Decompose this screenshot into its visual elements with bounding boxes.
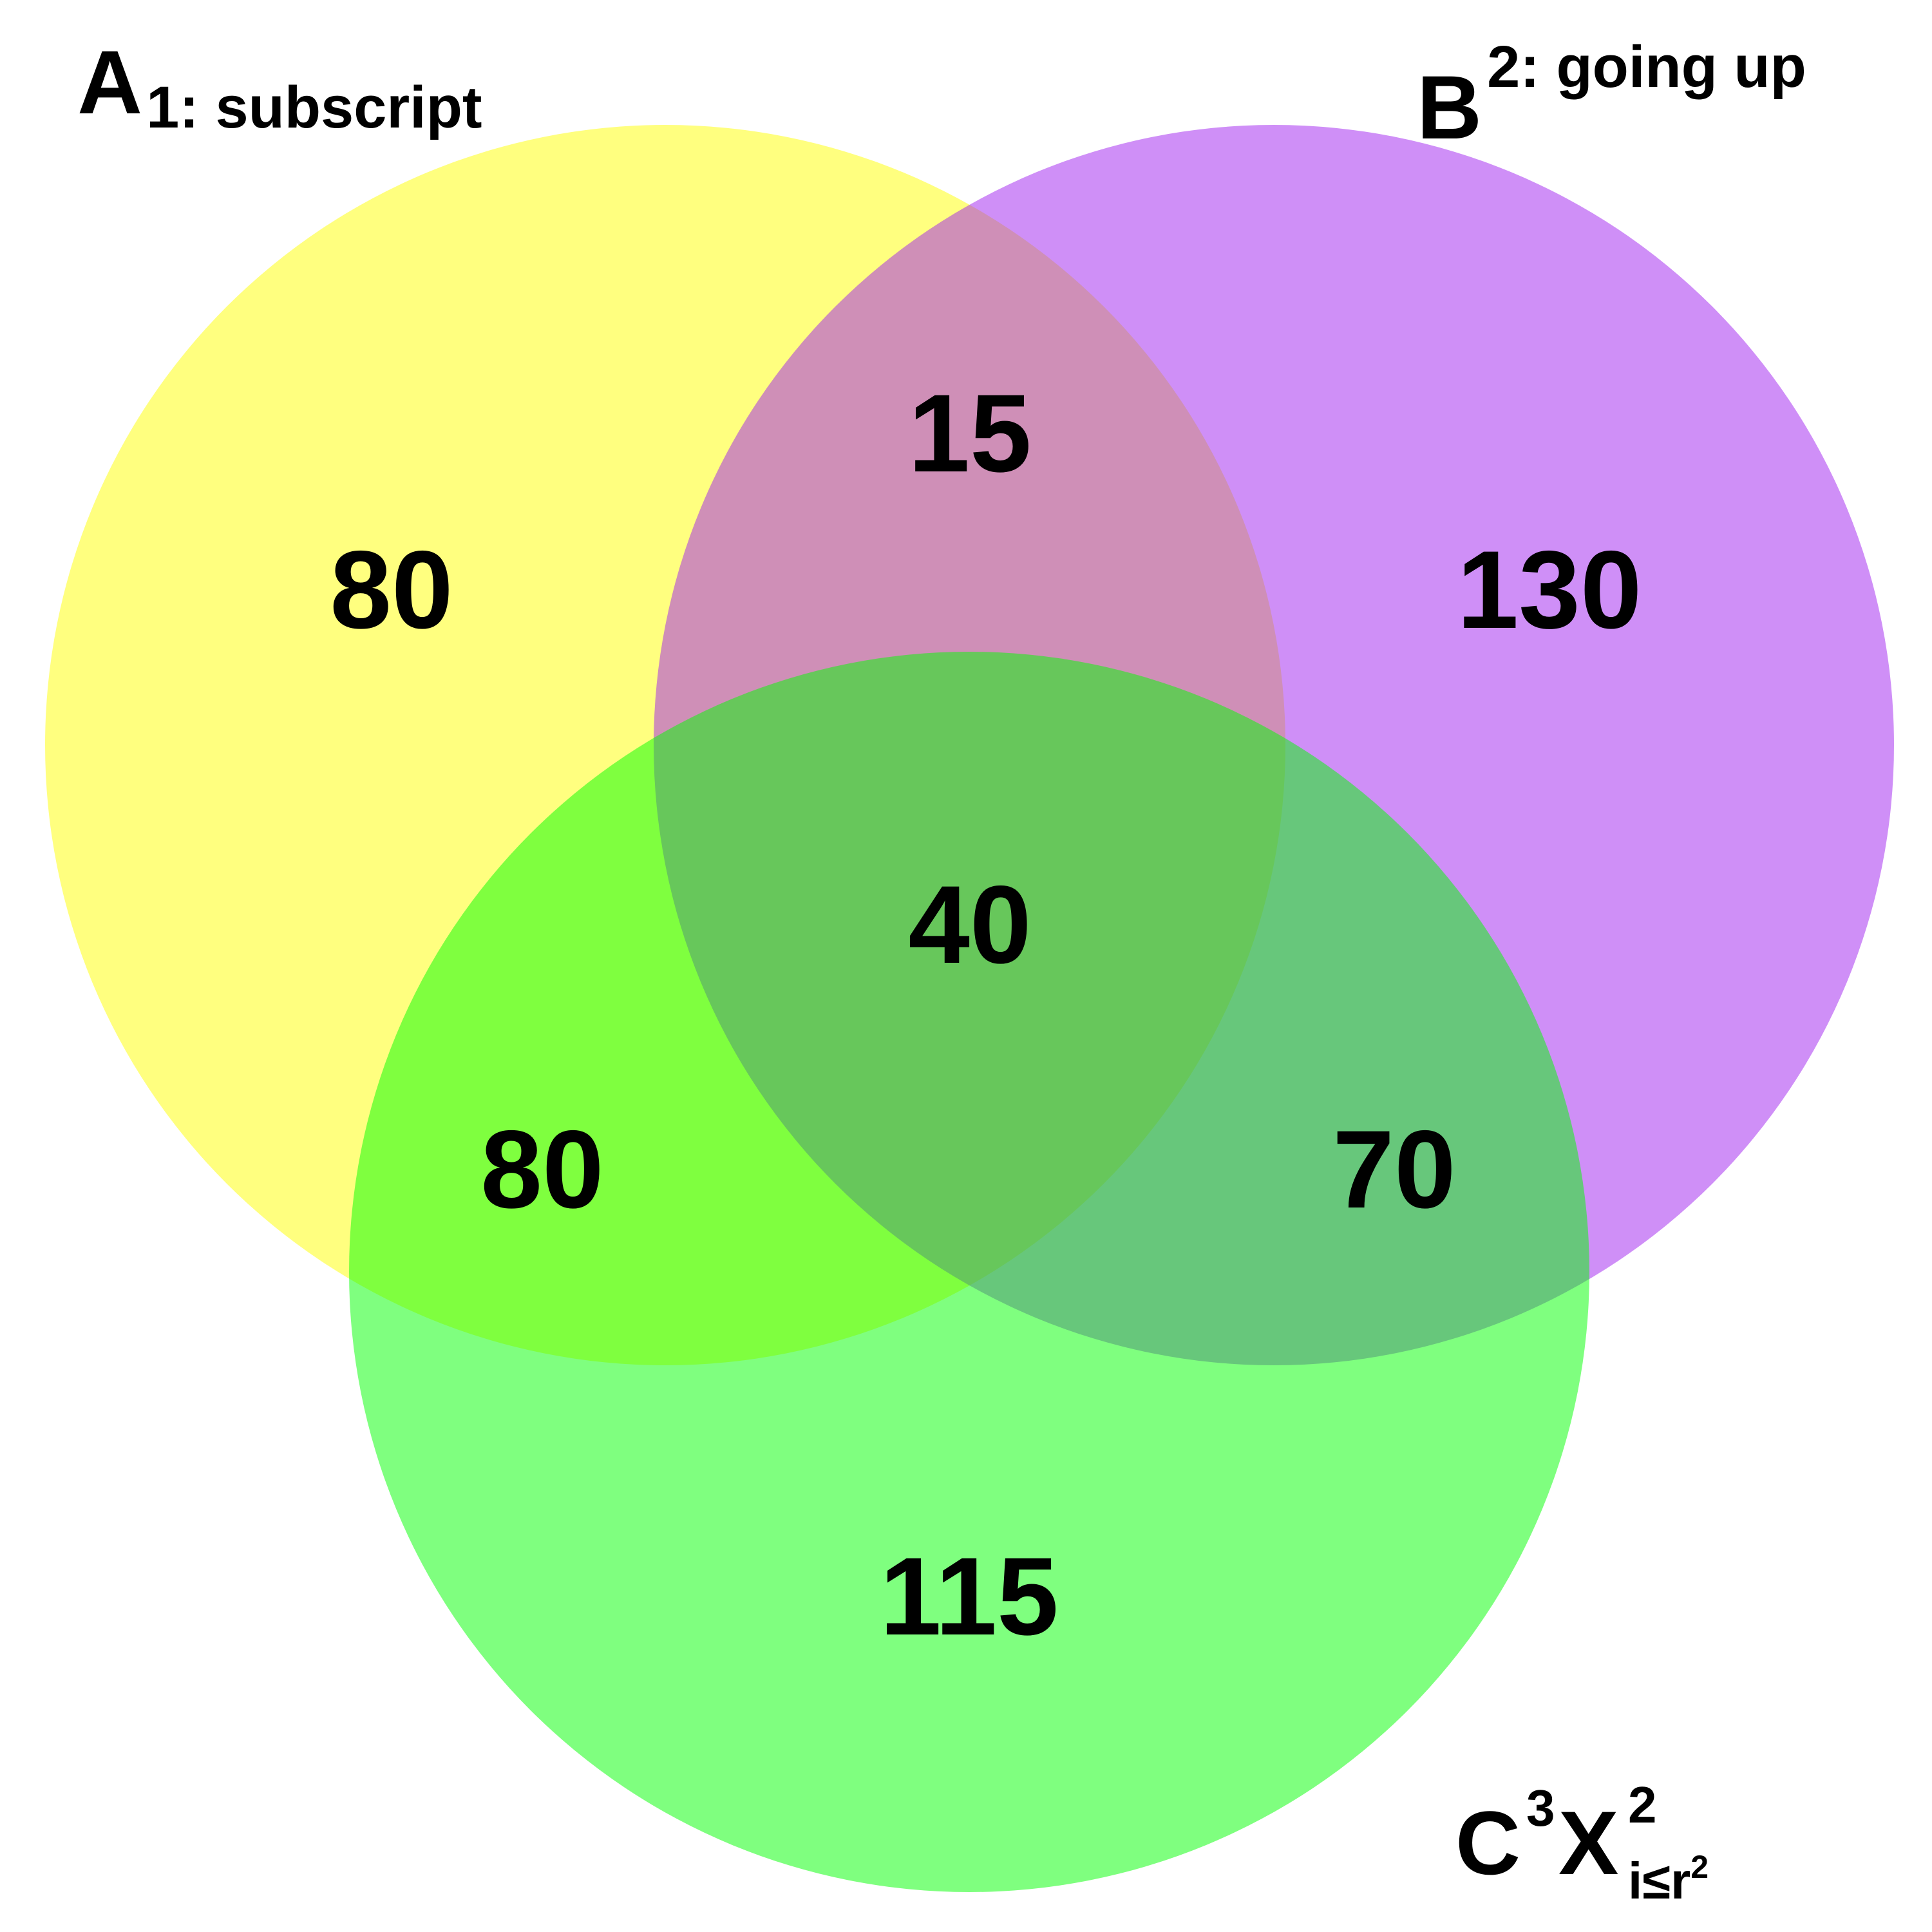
region-a-only-count: 80 [330,528,453,652]
region-a-b-c-count: 40 [908,863,1031,987]
set-b-label-superscript: 2: going up [1487,34,1806,100]
set-c-label-sub-r-sup: 2 [1690,1849,1709,1885]
set-c-label-sup1: 3 [1526,1779,1555,1837]
set-b-label: B2: going up [1417,34,1806,158]
set-c-label-sub-le: ≤ [1642,1852,1671,1909]
set-a-label-main: A [77,32,142,133]
set-a-label-subscript: 1: subscript [146,75,482,140]
region-a-c-count: 80 [480,1108,603,1231]
region-b-only-count: 130 [1457,528,1642,652]
region-c-only-count: 115 [880,1535,1058,1658]
set-c-label-subscript: i≤r2 [1628,1849,1709,1909]
region-b-c-count: 70 [1332,1108,1455,1231]
set-a-label: A1: subscript [77,32,482,140]
set-c-label-sub-i: i [1628,1852,1642,1909]
set-c-label-sup2: 2 [1628,1776,1657,1833]
set-c-label: C [1455,1792,1520,1893]
set-c-circle [349,652,1589,1892]
set-c-label-sub-r: r [1671,1852,1690,1909]
region-a-b-count: 15 [908,372,1031,495]
set-b-label-main: B [1417,57,1482,158]
set-c-label-main: C [1455,1792,1520,1893]
set-c-label-var: X [1558,1792,1618,1893]
